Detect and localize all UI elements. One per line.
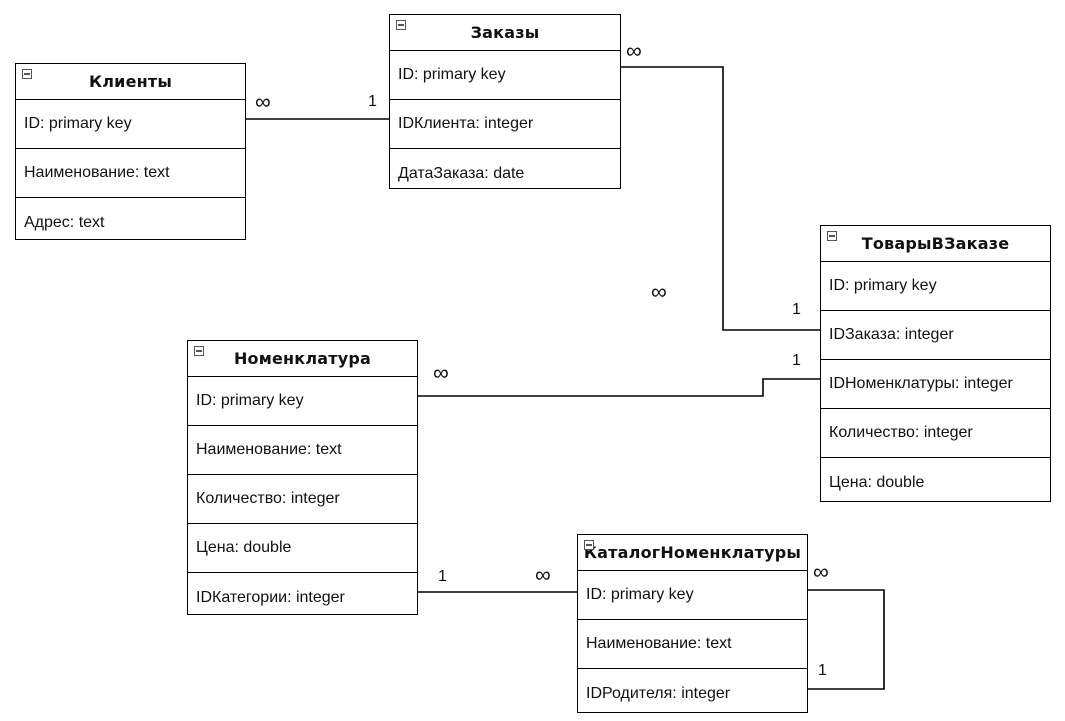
cardinality-one-order-items-nomenclature: 1 <box>792 352 801 369</box>
entity-orders-header: Заказы <box>390 15 620 51</box>
collapse-icon[interactable] <box>584 540 594 550</box>
cardinality-many-nomenclature: ∞ <box>433 360 449 385</box>
field-clients-address[interactable]: Адрес: text <box>24 213 105 231</box>
entity-catalog[interactable]: КаталогНоменклатуры ID: primary key Наим… <box>577 534 808 713</box>
field-order-items-price[interactable]: Цена: double <box>829 473 925 491</box>
entity-nomenclature[interactable]: Номенклатура ID: primary key Наименовани… <box>187 340 418 615</box>
field-nomenclature-id[interactable]: ID: primary key <box>188 377 417 426</box>
field-clients-name[interactable]: Наименование: text <box>16 149 245 198</box>
entity-catalog-title: КаталогНоменклатуры <box>583 543 802 562</box>
entity-nomenclature-title: Номенклатура <box>233 349 372 368</box>
cardinality-many-floating: ∞ <box>651 279 667 304</box>
entity-clients-title: Клиенты <box>88 72 173 91</box>
field-nomenclature-name[interactable]: Наименование: text <box>188 426 417 475</box>
field-nomenclature-quantity[interactable]: Количество: integer <box>188 475 417 524</box>
field-orders-client-id[interactable]: IDКлиента: integer <box>390 100 620 149</box>
cardinality-many-catalog-self: ∞ <box>813 559 829 584</box>
entity-nomenclature-header: Номенклатура <box>188 341 417 377</box>
collapse-icon[interactable] <box>22 69 32 79</box>
cardinality-one-nomenclature-category: 1 <box>438 568 447 585</box>
field-order-items-nomenclature-id[interactable]: IDНоменклатуры: integer <box>821 360 1050 409</box>
field-order-items-order-id[interactable]: IDЗаказа: integer <box>821 311 1050 360</box>
entity-order-items[interactable]: ТоварыВЗаказе ID: primary key IDЗаказа: … <box>820 225 1051 502</box>
field-clients-id[interactable]: ID: primary key <box>16 100 245 149</box>
collapse-icon[interactable] <box>396 20 406 30</box>
field-order-items-quantity[interactable]: Количество: integer <box>821 409 1050 458</box>
field-catalog-name[interactable]: Наименование: text <box>578 620 807 669</box>
entity-order-items-header: ТоварыВЗаказе <box>821 226 1050 262</box>
entity-clients[interactable]: Клиенты ID: primary key Наименование: te… <box>15 63 246 240</box>
cardinality-one-order-items-order: 1 <box>792 301 801 318</box>
cardinality-one-orders-client: 1 <box>368 93 377 110</box>
field-orders-date[interactable]: ДатаЗаказа: date <box>398 164 525 182</box>
entity-clients-header: Клиенты <box>16 64 245 100</box>
line-nomenclature-order-items <box>418 378 820 397</box>
field-catalog-id[interactable]: ID: primary key <box>578 571 807 620</box>
entity-orders-title: Заказы <box>470 23 540 42</box>
field-nomenclature-category-id[interactable]: IDКатегории: integer <box>196 588 345 606</box>
cardinality-many-orders: ∞ <box>626 38 642 63</box>
field-catalog-parent-id[interactable]: IDРодителя: integer <box>586 684 731 702</box>
field-order-items-id[interactable]: ID: primary key <box>821 262 1050 311</box>
entity-order-items-title: ТоварыВЗаказе <box>861 234 1010 253</box>
cardinality-one-catalog-parent: 1 <box>818 662 827 679</box>
entity-catalog-header: КаталогНоменклатуры <box>578 535 807 571</box>
collapse-icon[interactable] <box>827 231 837 241</box>
cardinality-many-catalog: ∞ <box>535 562 551 587</box>
field-orders-id[interactable]: ID: primary key <box>390 51 620 100</box>
collapse-icon[interactable] <box>194 346 204 356</box>
entity-orders[interactable]: Заказы ID: primary key IDКлиента: intege… <box>389 14 621 189</box>
cardinality-many-clients: ∞ <box>255 89 271 114</box>
field-nomenclature-price[interactable]: Цена: double <box>188 524 417 573</box>
